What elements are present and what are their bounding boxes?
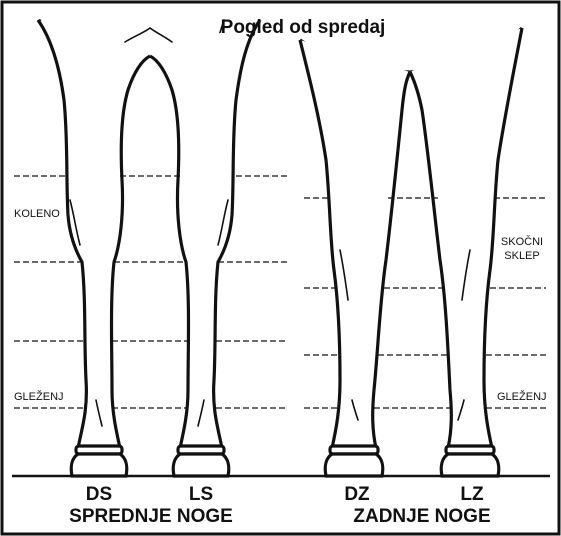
front-chest-fold	[125, 28, 172, 42]
label-skocni: SKOČNI	[501, 235, 543, 248]
group-label-hind: ZADNJE NOGE	[353, 506, 490, 527]
hoof-ds	[71, 454, 127, 476]
leg-ls	[150, 20, 260, 448]
hoof-dz	[325, 454, 383, 476]
diagram-title: Pogled od spredaj	[221, 17, 386, 38]
leg-dz	[300, 40, 410, 448]
hind-legs	[300, 28, 522, 476]
label-koleno: KOLENO	[14, 208, 60, 220]
group-label-front: SPREDNJE NOGE	[69, 506, 233, 527]
label-sklep: SKLEP	[504, 250, 539, 262]
label-glezenj-hind: GLEŽENJ	[497, 390, 547, 403]
leg-ds	[38, 20, 150, 448]
leg-label-lz: LZ	[460, 484, 484, 505]
label-glezenj-front: GLEŽENJ	[14, 390, 64, 403]
leg-label-dz: DZ	[344, 484, 370, 505]
leg-label-ds: DS	[86, 484, 112, 505]
hoof-lz	[441, 454, 499, 476]
leg-label-ls: LS	[189, 484, 213, 505]
hoof-ls	[173, 454, 229, 476]
